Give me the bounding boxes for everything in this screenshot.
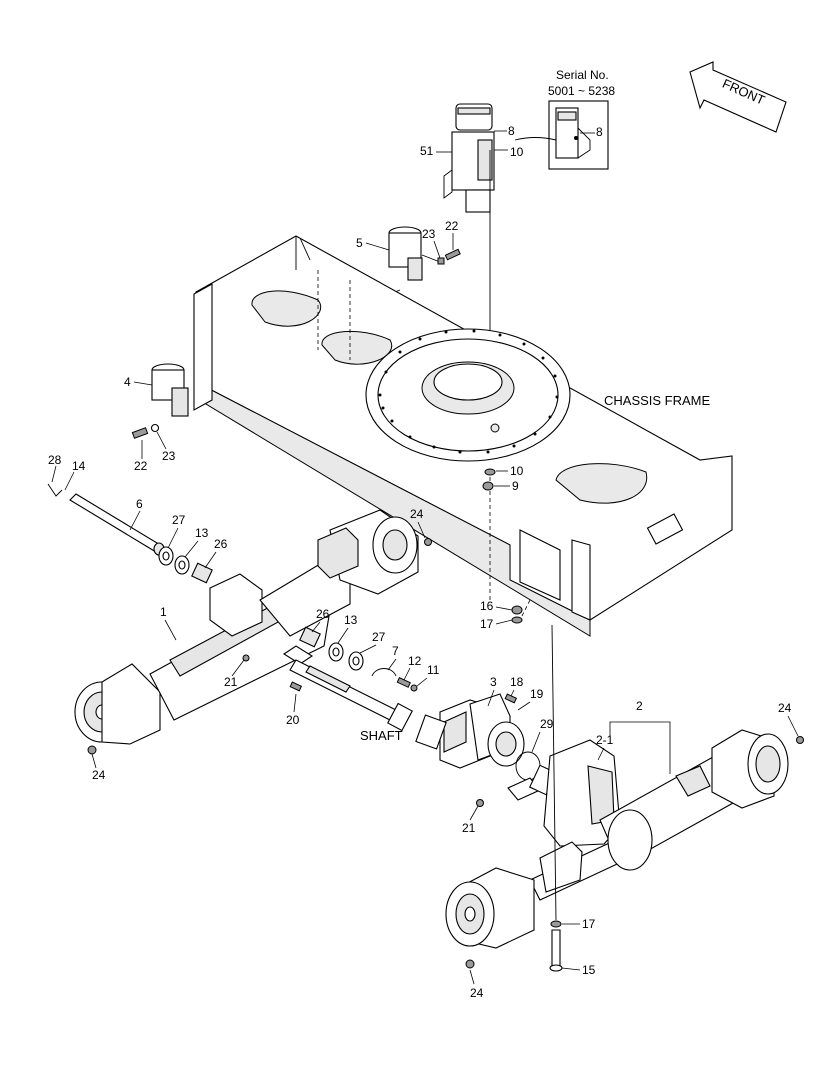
callout-10-lower: 10 bbox=[510, 464, 524, 478]
callout-2: 2 bbox=[636, 699, 643, 713]
callout-16: 16 bbox=[480, 599, 494, 613]
washer-group-upper: 27 13 26 bbox=[158, 513, 228, 584]
callout-26-upper: 26 bbox=[214, 537, 228, 551]
callout-17-upper: 17 bbox=[480, 617, 494, 631]
frame-fasteners: 10 9 bbox=[482, 464, 524, 493]
callout-11: 11 bbox=[427, 663, 440, 677]
callout-2-1: 2-1 bbox=[596, 733, 614, 747]
callout-8-inset: 8 bbox=[596, 125, 603, 139]
callout-13-lower: 13 bbox=[344, 613, 358, 627]
fasteners-16-17: 16 17 bbox=[480, 599, 523, 631]
axle-1: 1 24 24 21 bbox=[74, 507, 432, 782]
chassis-frame: CHASSIS FRAME bbox=[193, 235, 733, 637]
serial-inset: Serial No. 5001 ~ 5238 8 bbox=[514, 68, 615, 170]
callout-9: 9 bbox=[512, 479, 519, 493]
callout-24-bottom: 24 bbox=[470, 986, 484, 1000]
yoke-shaft: 21 bbox=[462, 764, 557, 835]
callout-24-top: 24 bbox=[410, 507, 424, 521]
swivel-joint-51: 51 8 10 bbox=[420, 103, 524, 470]
axle-2: 2 2-1 24 24 bbox=[445, 699, 804, 1000]
callout-12: 12 bbox=[408, 654, 422, 668]
callout-22-lower: 22 bbox=[134, 459, 148, 473]
callout-18: 18 bbox=[510, 675, 524, 689]
callout-3: 3 bbox=[490, 675, 497, 689]
callout-24-right: 24 bbox=[778, 701, 792, 715]
callout-23-lower: 23 bbox=[162, 449, 176, 463]
callout-27-lower: 27 bbox=[372, 630, 386, 644]
callout-26-lower: 26 bbox=[316, 607, 330, 621]
callout-4: 4 bbox=[124, 375, 131, 389]
pin-6-assembly: 28 14 6 bbox=[47, 453, 165, 556]
callout-14: 14 bbox=[72, 459, 86, 473]
callout-51: 51 bbox=[420, 144, 434, 158]
callout-27-upper: 27 bbox=[172, 513, 186, 527]
front-arrow: FRONT bbox=[689, 61, 787, 133]
washer-group-lower: 26 13 27 7 12 11 bbox=[299, 607, 440, 692]
callout-7: 7 bbox=[392, 644, 399, 658]
callout-28: 28 bbox=[48, 453, 62, 467]
callout-5: 5 bbox=[356, 236, 363, 250]
callout-20: 20 bbox=[286, 713, 300, 727]
callout-24-left: 24 bbox=[92, 768, 106, 782]
frame-label: CHASSIS FRAME bbox=[604, 393, 711, 408]
callout-29: 29 bbox=[540, 717, 554, 731]
serial-range: 5001 ~ 5238 bbox=[548, 84, 615, 98]
cylinder-5: 5 23 22 bbox=[349, 219, 461, 311]
callout-13-upper: 13 bbox=[195, 526, 209, 540]
drive-shaft: 20 SHAFT bbox=[282, 645, 413, 743]
bolt-15-assembly: 17 15 bbox=[549, 624, 596, 977]
callout-6: 6 bbox=[136, 497, 143, 511]
shaft-label: SHAFT bbox=[360, 728, 403, 743]
callout-22-upper: 22 bbox=[445, 219, 459, 233]
callout-21-right: 21 bbox=[462, 821, 476, 835]
cylinder-4: 4 22 23 bbox=[124, 363, 189, 473]
callout-17-lower: 17 bbox=[582, 917, 596, 931]
callout-21-left: 21 bbox=[224, 675, 238, 689]
callout-15: 15 bbox=[582, 963, 596, 977]
callout-8: 8 bbox=[508, 124, 515, 138]
callout-1: 1 bbox=[160, 605, 167, 619]
callout-10: 10 bbox=[510, 145, 524, 159]
transmission-3: 3 18 19 29 bbox=[415, 675, 554, 781]
callout-23-upper: 23 bbox=[422, 227, 436, 241]
serial-title: Serial No. bbox=[556, 68, 609, 82]
callout-19: 19 bbox=[530, 687, 544, 701]
